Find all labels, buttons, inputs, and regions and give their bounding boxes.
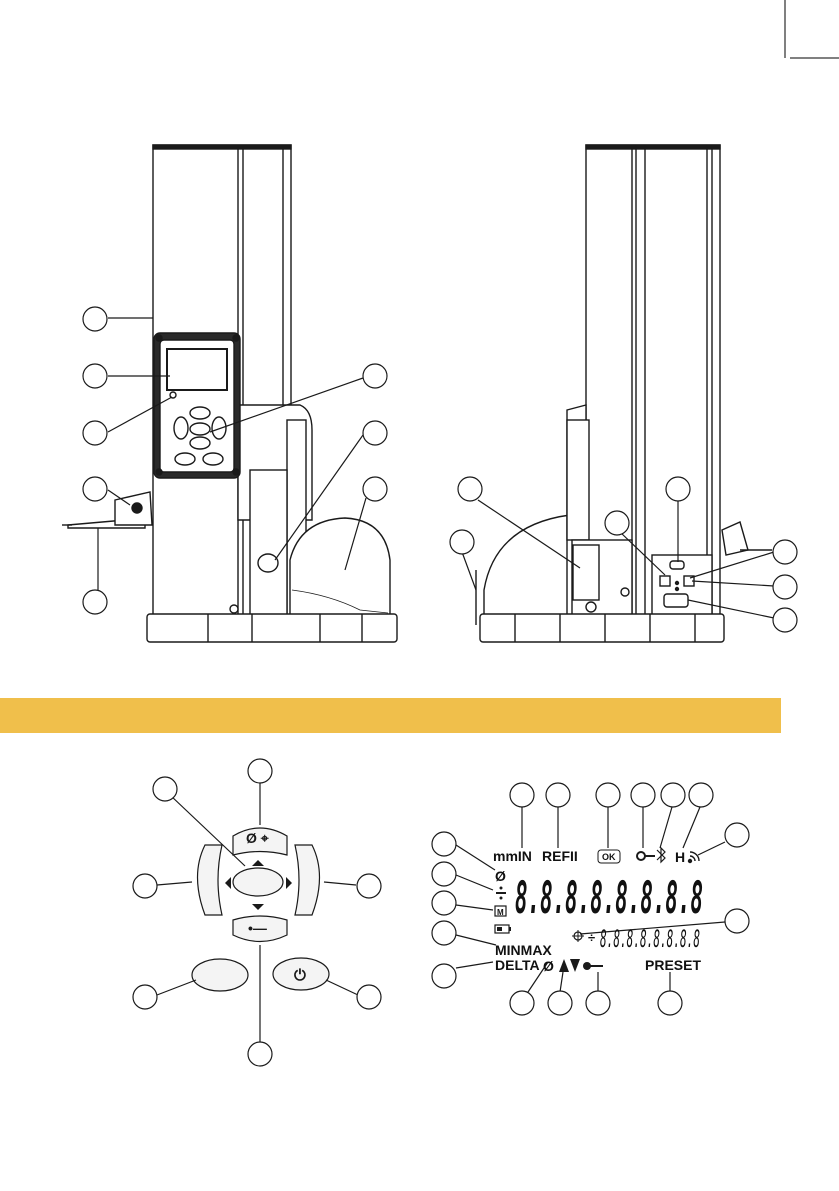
lcd-divide-symbol: ÷ <box>588 930 595 945</box>
key-icon <box>637 852 655 860</box>
lcd-h-label: H <box>675 849 685 865</box>
lcd-main-digits: 8.8.8.8.8.8.8.8 <box>515 873 703 924</box>
lcd-diameter-symbol-2: Ø <box>543 958 554 974</box>
battery-icon <box>495 925 511 933</box>
signal-icon <box>689 852 700 863</box>
lcd-delta-label: DELTA <box>495 957 540 973</box>
lcd-unit-label: mmIN <box>493 848 532 864</box>
key-icon-bottom <box>583 962 603 970</box>
target-icon <box>572 930 584 942</box>
lcd-diameter-symbol: Ø <box>495 868 506 884</box>
lcd-minmax-label: MINMAX <box>495 942 552 958</box>
lcd-preset-label: PRESET <box>645 957 701 973</box>
lcd-ok-label: OK <box>602 852 616 862</box>
divide-icon <box>496 887 506 900</box>
up-down-arrows-icon <box>559 959 580 972</box>
lcd-ref-label: REFII <box>542 848 578 864</box>
lcd-secondary-digits: 8.8.8.8.8.8.8.8 <box>600 925 700 953</box>
lcd-memory-label: M <box>497 908 504 917</box>
bluetooth-icon <box>657 848 665 862</box>
